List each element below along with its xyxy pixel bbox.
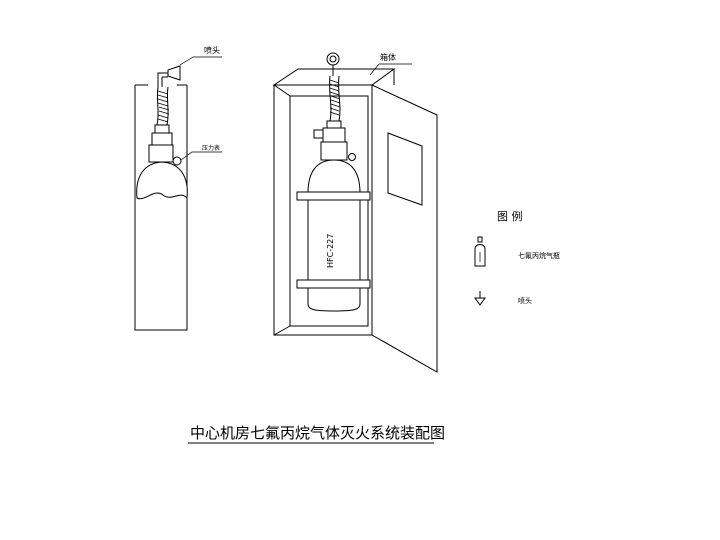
cabinet: HFC-227 箱体 <box>272 52 438 373</box>
left-detail: 喷头 压力表 <box>134 45 222 331</box>
valve-cap <box>154 124 170 134</box>
legend-nozzle-label: 喷头 <box>518 296 532 305</box>
gauge-callout: 压力表 <box>202 144 220 152</box>
cabinet-pressure-gauge <box>348 153 356 161</box>
gauge-leader <box>180 151 222 161</box>
cabinet-door <box>371 84 438 373</box>
cabinet-leader <box>369 63 412 76</box>
cabinet-callout: 箱体 <box>380 52 396 62</box>
door-window <box>387 132 423 206</box>
cabinet-valve-side <box>313 129 324 139</box>
legend-cylinder-label: 七氟丙烷气瓶 <box>518 251 560 260</box>
nozzle-callout: 喷头 <box>204 45 220 55</box>
nozzle-leader <box>179 56 222 66</box>
cabinet-valve-cap <box>326 120 342 129</box>
cabinet-flexible-hose <box>329 75 341 122</box>
cabinet-top <box>272 68 396 86</box>
cylinder-top-section <box>136 161 188 200</box>
lifting-ring <box>326 52 340 66</box>
pressure-gauge <box>172 156 182 166</box>
nozzle <box>157 65 181 87</box>
upper-strap <box>296 191 371 201</box>
lower-strap <box>296 279 371 289</box>
legend-cylinder-symbol <box>474 236 486 267</box>
cabinet-inner-edge <box>289 95 369 327</box>
valve-head <box>148 144 174 163</box>
legend-title: 图 例 <box>497 209 523 223</box>
cabinet-valve-body <box>322 127 346 143</box>
cabinet-valve-head <box>320 141 348 161</box>
drawing-title: 中心机房七氟丙烷气体灭火系统装配图 <box>190 424 445 442</box>
cylinder-marking: HFC-227 <box>326 234 335 268</box>
legend: 图 例 七氟丙烷气瓶 喷头 <box>474 209 560 306</box>
legend-nozzle-symbol <box>474 291 486 306</box>
valve-body <box>151 132 173 146</box>
pipe-chase-outline <box>134 85 188 331</box>
flexible-hose <box>156 86 170 126</box>
